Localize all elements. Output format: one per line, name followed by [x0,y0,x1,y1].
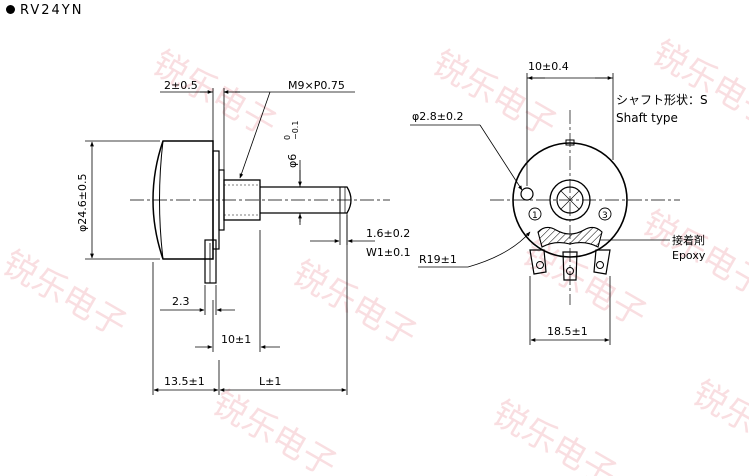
watermark: 锐乐电子 [426,43,564,146]
dim-18-5: 18.5±1 [547,325,588,338]
watermark: 锐乐电子 [486,393,624,476]
side-dimensions [85,88,375,395]
dim-10-04: 10±0.4 [528,60,569,73]
watermark: 锐乐电子 [206,383,344,476]
body-edge [159,140,164,260]
terminal-1-label: 1 [532,211,538,221]
terminal-3-mark [598,207,612,221]
dim-dia-6-tol-bot: −0.1 [291,121,300,140]
bullet-dot [6,5,15,14]
watermark: 锐乐电子 [0,243,133,346]
terminal-lug [204,239,217,284]
epoxy-jp: 接着剤 [672,233,705,247]
dim-2-3: 2.3 [172,295,190,308]
shaft-type-en: Shaft type [616,111,678,125]
dim-L: L±1 [259,375,281,388]
dim-dia-6: φ6 [286,154,299,168]
terminal-center [562,251,578,281]
shaft [260,186,352,214]
dim-dia-2-8: φ2.8±0.2 [412,110,463,123]
terminal-3-label: 3 [602,211,608,221]
model-name: RV24YN [20,3,84,18]
dim-m9: M9×P0.75 [288,79,345,92]
watermark: 锐乐电子 [146,43,284,146]
dim-dia-6-tol-top: 0 [283,135,292,140]
bushing-circle [549,179,591,221]
terminal-right [593,249,611,275]
dim-2-05: 2±0.5 [164,79,198,92]
epoxy-en: Epoxy [672,249,706,262]
side-view [130,140,390,284]
front-view [490,110,680,305]
bushing-thread [223,179,261,221]
watermark: 锐乐电子 [516,233,654,336]
drawing-title: RV24YN [6,3,83,18]
dim-10: 10±1 [221,333,251,346]
shaft-circle [556,186,584,214]
dim-dia-24-6: φ24.6±0.5 [76,174,89,232]
body-circle [512,142,628,258]
dim-1-6: 1.6±0.2 [366,227,410,240]
dim-r19: R19±1 [419,253,457,266]
shaft-type-jp: シャフト形状：S [616,93,708,107]
pin-hole [520,187,534,201]
epoxy-area [537,226,603,248]
dim-13-5: 13.5±1 [164,375,205,388]
watermark: 锐乐电子 [686,373,749,476]
front-dimensions [410,73,670,345]
terminal-1-mark [528,207,542,221]
watermark: 锐乐电子 [286,253,424,356]
terminal-left [529,249,547,275]
dim-w1: W1±0.1 [366,246,411,259]
